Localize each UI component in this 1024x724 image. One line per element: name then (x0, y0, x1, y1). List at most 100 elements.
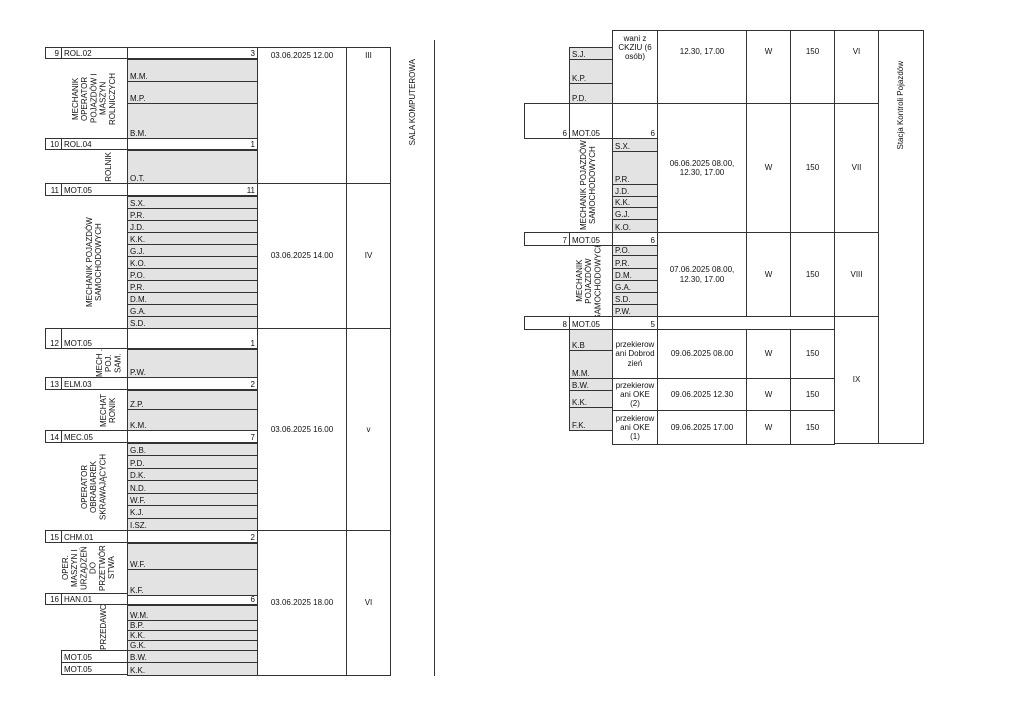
qualification-code: MEC.05 (61, 430, 128, 443)
row-number: 14 (45, 430, 62, 443)
candidate-initials: W.F. (127, 492, 258, 507)
profession-label-text: MECH . POJ. SAM. (94, 349, 123, 377)
profession-label: MECHANIK POJAZDÓW SAMOCHODOWYCH (61, 196, 127, 328)
exam-group: IV (346, 183, 391, 329)
exam-type: W (746, 232, 791, 317)
exam-group: VIII (834, 232, 879, 317)
candidate-initials: P.W. (127, 349, 258, 378)
exam-date: 09.06.2025 12.30 (657, 378, 747, 411)
exam-note: przekierowani OKE (2) (612, 378, 658, 411)
exam-type: W (746, 329, 791, 379)
candidate-initials: W.F. (127, 543, 258, 570)
candidate-count: 2 (127, 530, 258, 543)
profession-label: MECHANIK OPERATOR POJAZDÓW I MASZYN ROLN… (61, 59, 127, 138)
candidate-initials: P.D. (127, 455, 258, 469)
profession-label-text: ROLNIK (103, 151, 113, 182)
profession-label: MECHANIK POJAZDÓW SAMOCHODOWYCH (565, 246, 612, 316)
profession-label-text: MECHANIK POJAZDÓW SAMOCHODOWYCH (84, 217, 103, 307)
candidate-count: 6 (612, 232, 658, 246)
candidate-initials: P.R. (612, 151, 658, 185)
candidate-initials: K.B (569, 329, 613, 351)
candidate-initials: K.J. (127, 505, 258, 519)
station-column (878, 30, 924, 444)
exam-type: W (746, 410, 791, 445)
room-label-text: SALA KOMPUTEROWA (407, 58, 417, 146)
candidate-initials: Z.P. (127, 390, 258, 410)
exam-duration: 150 (790, 378, 835, 411)
exam-group: IX (834, 316, 879, 444)
profession-label-text: OPER. MASZYN I URZĄDZEŃ DO PRZETWÓR STWA (60, 545, 116, 591)
candidate-initials: D.K. (127, 467, 258, 482)
row-number: 15 (45, 530, 62, 543)
profession-label-text: MECHAT RONIK (99, 393, 118, 427)
row-number: 13 (45, 377, 62, 390)
exam-date: 09.06.2025 17.00 (657, 410, 747, 445)
candidate-initials: K.K. (127, 662, 258, 676)
exam-duration: 150 (790, 30, 835, 104)
qualification-code: HAN.01 (61, 593, 128, 605)
exam-duration: 150 (790, 103, 835, 233)
note-header-cell (612, 316, 658, 330)
profession-label-text: MECHANIK OPERATOR POJAZDÓW I MASZYN ROLN… (71, 72, 117, 125)
exam-type: W (746, 30, 791, 104)
profession-label-text: SPRZEDAWCA (98, 605, 108, 650)
exam-group: III (346, 47, 391, 184)
candidate-initials: W.M. (127, 605, 258, 621)
profession-label-text: OPERATOR OBRABIAREK SKRAWAJĄCYCH (80, 453, 108, 520)
spacer (657, 316, 747, 330)
candidate-count: 1 (127, 328, 258, 349)
profession-label: OPER. MASZYN I URZĄDZEŃ DO PRZETWÓR STWA (50, 543, 127, 593)
row-number: 10 (45, 138, 62, 150)
exam-type: W (746, 378, 791, 411)
row-number: 12 (45, 328, 62, 349)
exam-note: wani z CKZIU (6 osób) (612, 30, 658, 104)
candidate-initials: M.P. (127, 81, 258, 104)
profession-label: ROLNIK (90, 150, 127, 183)
exam-date: 09.06.2025 08.00 (657, 329, 747, 379)
exam-note: przekierowani Dobrodzień (612, 329, 658, 379)
qualification-code: MOT.05 (569, 316, 613, 330)
candidate-initials: O.T. (127, 150, 258, 184)
candidate-initials: P.D. (569, 83, 613, 104)
qualification-code: MOT.05 (61, 183, 128, 196)
qualification-code: MOT.05 (61, 328, 128, 349)
qualification-code: CHM.01 (61, 530, 128, 543)
profession-label-text: MECHANIK POJAZDÓW SAMOCHODOWYCH (579, 140, 598, 231)
candidate-initials: F.K. (569, 407, 613, 431)
candidate-initials: S.X. (612, 138, 658, 152)
row-number: 7 (524, 232, 570, 246)
exam-note: przekierowani OKE (1) (612, 410, 658, 445)
exam-duration: 150 (790, 232, 835, 317)
candidate-count: 7 (127, 430, 258, 443)
candidate-initials: M.M. (569, 350, 613, 379)
candidate-initials: K.F. (127, 569, 258, 596)
candidate-initials: I.SZ. (127, 517, 258, 531)
qualification-code: ROL.02 (61, 47, 128, 59)
candidate-count: 1 (127, 138, 258, 150)
qualification-code: ELM.03 (61, 377, 128, 390)
profession-label: MECH . POJ. SAM. (90, 349, 127, 377)
exam-duration: 150 (790, 329, 835, 379)
candidate-initials: K.O. (612, 219, 658, 233)
row-number: 8 (524, 316, 570, 330)
candidate-initials: K.P. (569, 59, 613, 84)
candidate-count: 3 (127, 47, 258, 59)
exam-date: 12.30, 17.00 (657, 30, 747, 104)
candidate-initials: P.R. (612, 255, 658, 269)
candidate-initials: B.M. (127, 103, 258, 139)
room-label: SALA KOMPUTEROWA (395, 47, 430, 157)
row-number: 9 (45, 47, 62, 59)
profession-label: OPERATOR OBRABIAREK SKRAWAJĄCYCH (61, 443, 127, 530)
candidate-initials: K.M. (127, 409, 258, 431)
row-number: 16 (45, 593, 62, 605)
candidate-count: 2 (127, 377, 258, 390)
profession-label-text: MECHANIK POJAZDÓW SAMOCHODOWYCH (574, 246, 603, 316)
station-label-text: Stacja Kontroli Pojazdów (896, 60, 906, 150)
candidate-initials: K.K. (569, 390, 613, 408)
exam-date: 03.06.2025 12.00 (257, 47, 347, 184)
exam-date: 03.06.2025 18.00 (257, 530, 347, 676)
exam-group: VI (346, 530, 391, 676)
exam-date: 07.06.2025 08.00, 12.30, 17.00 (657, 232, 747, 317)
candidate-count: 11 (127, 183, 258, 196)
